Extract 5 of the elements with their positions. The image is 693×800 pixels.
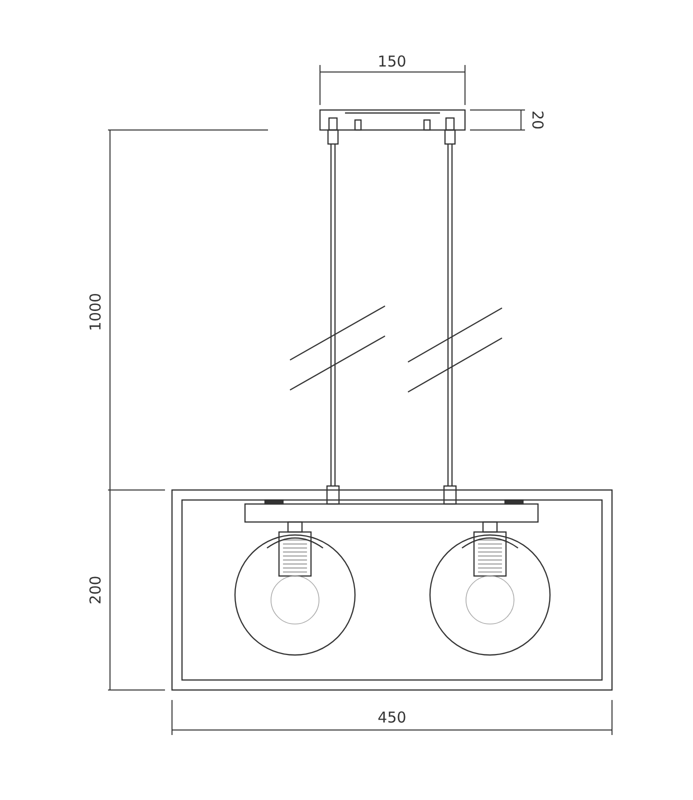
- dimension-label: 450: [378, 710, 406, 726]
- dimension-label: 200: [88, 576, 104, 604]
- dimension-label: 150: [378, 54, 406, 70]
- dimension-label: 1000: [88, 292, 104, 332]
- dimension-label: 20: [530, 110, 544, 130]
